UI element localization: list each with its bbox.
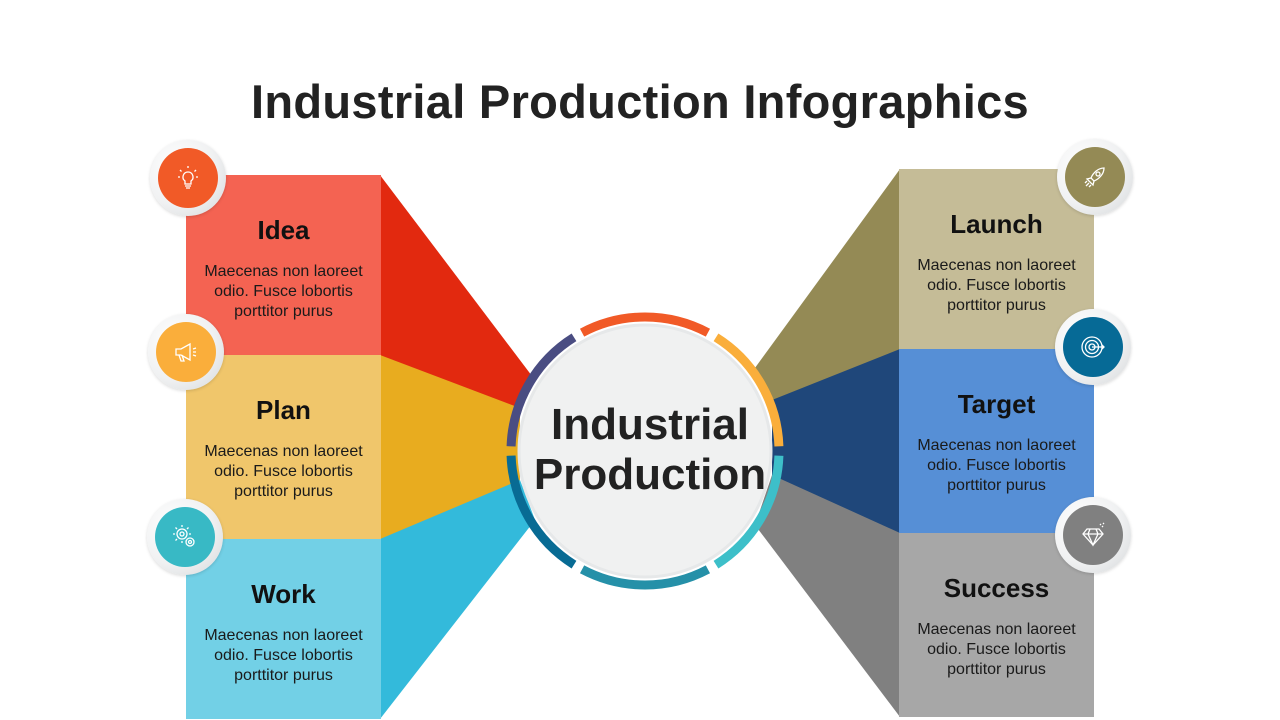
step-description: Maecenas non laoreet odio. Fusce loborti…	[204, 263, 363, 320]
ring-segment-upper-left	[506, 333, 577, 447]
ring-segment-top	[579, 312, 711, 337]
step-title: Idea	[257, 215, 310, 245]
step-description: Maecenas non laoreet odio. Fusce loborti…	[204, 627, 363, 684]
wedge-plan	[380, 355, 520, 540]
diamond-icon	[1063, 505, 1123, 565]
step-idea: Idea Maecenas non laoreet odio. Fusce lo…	[186, 175, 381, 356]
wedge-work	[380, 480, 535, 719]
step-description: Maecenas non laoreet odio. Fusce loborti…	[204, 443, 363, 500]
diamond-icon-badge	[1055, 497, 1131, 573]
step-title: Plan	[256, 395, 311, 425]
ring-segment-upper-right	[713, 333, 784, 447]
ring-segment-lower-left	[506, 455, 577, 569]
center-label: Industrial Production	[515, 400, 785, 500]
wedge-target	[772, 349, 900, 534]
megaphone-icon	[156, 322, 216, 382]
page-title: Industrial Production Infographics	[251, 75, 1029, 128]
ring-segment-bottom	[579, 565, 711, 590]
center-circle	[517, 323, 773, 579]
target-icon	[1063, 317, 1123, 377]
step-work: Work Maecenas non laoreet odio. Fusce lo…	[186, 539, 381, 719]
step-target: Target Maecenas non laoreet odio. Fusce …	[899, 349, 1094, 534]
rocket-icon-badge	[1057, 139, 1133, 215]
center-ring	[506, 312, 784, 590]
step-title: Launch	[950, 209, 1043, 239]
step-title: Work	[251, 579, 316, 609]
wedge-success	[755, 475, 900, 717]
lightbulb-icon	[158, 148, 218, 208]
rocket-icon	[1065, 147, 1125, 207]
ring-segment-lower-right	[713, 455, 784, 569]
step-title: Target	[957, 389, 1036, 419]
step-launch: Launch Maecenas non laoreet odio. Fusce …	[899, 169, 1094, 350]
target-icon-badge	[1055, 309, 1131, 385]
step-description: Maecenas non laoreet odio. Fusce loborti…	[917, 257, 1076, 314]
lightbulb-icon-badge	[150, 140, 226, 216]
step-success: Success Maecenas non laoreet odio. Fusce…	[899, 533, 1094, 717]
center-label-line2: Production	[533, 450, 767, 499]
wedge-idea	[380, 175, 535, 412]
center-label-line1: Industrial	[550, 400, 750, 449]
gears-icon	[155, 507, 215, 567]
megaphone-icon-badge	[148, 314, 224, 390]
gears-icon-badge	[147, 499, 223, 575]
step-plan: Plan Maecenas non laoreet odio. Fusce lo…	[186, 355, 381, 540]
step-description: Maecenas non laoreet odio. Fusce loborti…	[917, 621, 1076, 678]
wedge-launch	[752, 169, 900, 405]
step-description: Maecenas non laoreet odio. Fusce loborti…	[917, 437, 1076, 494]
step-title: Success	[943, 573, 1050, 603]
